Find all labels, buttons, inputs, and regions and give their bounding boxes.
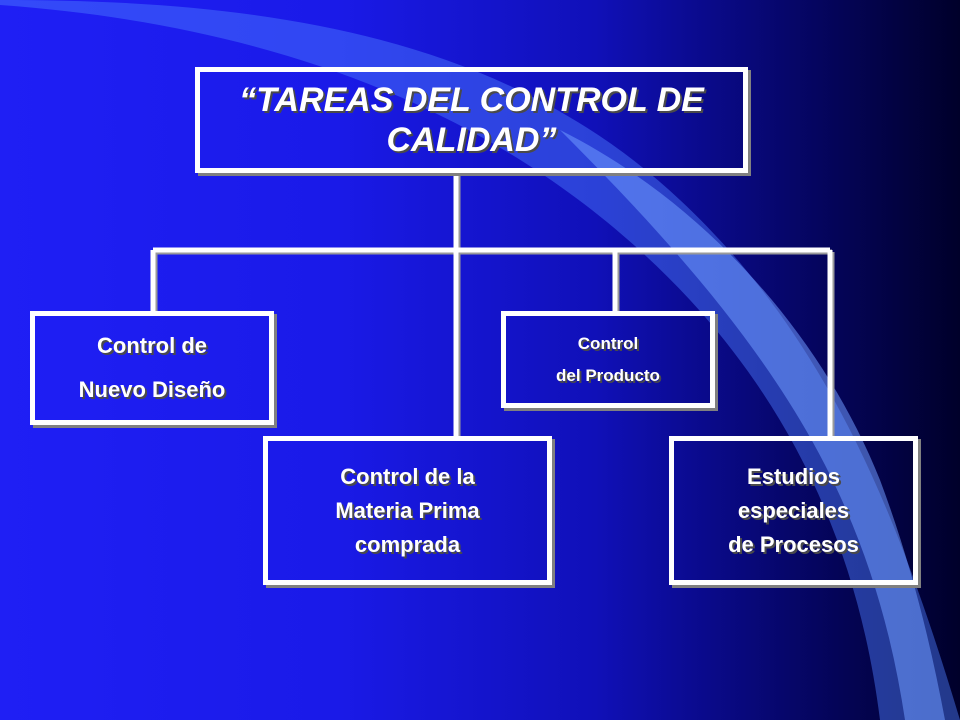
title-line-2: CALIDAD” bbox=[386, 121, 557, 159]
node-materia-prima: Control de la Materia Prima comprada bbox=[263, 436, 552, 585]
node-label-line: Materia Prima bbox=[335, 497, 480, 523]
node-label-line: especiales bbox=[737, 497, 850, 523]
node-label-line: Control de bbox=[97, 333, 207, 358]
node-label-line: comprada bbox=[354, 531, 461, 557]
node-label-line: Nuevo Diseño bbox=[78, 377, 226, 402]
node-label-line: Control bbox=[577, 333, 639, 353]
node-estudios-especiales: Estudios especiales de Procesos bbox=[669, 436, 918, 585]
title-box: “TAREAS DEL CONTROL DE CALIDAD” bbox=[195, 67, 748, 173]
node-label-line: Estudios bbox=[747, 463, 840, 489]
node-label-line: Control de la bbox=[340, 463, 475, 489]
background-swoosh-highlight bbox=[560, 130, 945, 720]
node-producto: Control del Producto bbox=[501, 311, 715, 408]
node-label-line: del Producto bbox=[556, 365, 660, 385]
node-label-line: de Procesos bbox=[728, 531, 859, 557]
node-nuevo-diseno: Control de Nuevo Diseño bbox=[30, 311, 274, 425]
title-line-1: “TAREAS DEL CONTROL DE bbox=[239, 81, 704, 119]
